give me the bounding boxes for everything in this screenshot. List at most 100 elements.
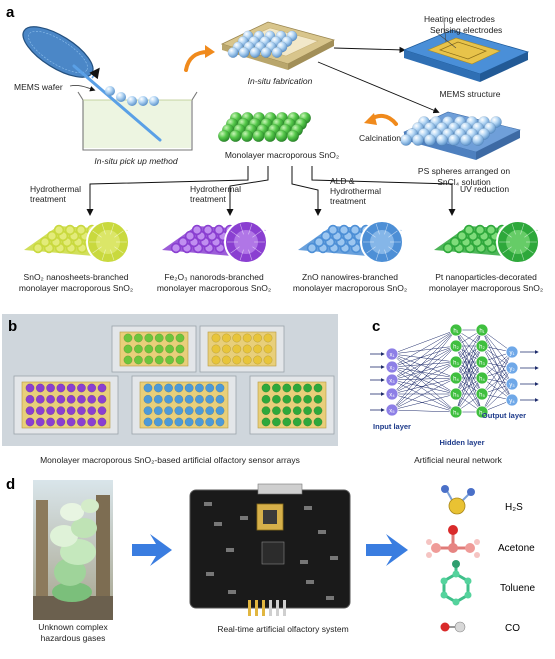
flow-arrow-2 — [366, 534, 408, 566]
nn-input-node-label: x₂ — [389, 366, 395, 372]
nn-edge — [455, 345, 483, 413]
product-pore — [456, 230, 468, 242]
sensor-cell — [87, 406, 97, 416]
product-texture — [524, 246, 534, 254]
sensor-cell — [35, 394, 45, 404]
sensor-array-illustration — [13, 325, 335, 435]
sensor-cell — [77, 417, 86, 427]
sensor-cell — [165, 344, 175, 354]
ps-sphere — [412, 134, 424, 146]
product-zoom-pore — [96, 230, 120, 254]
nn-edge — [391, 379, 457, 413]
treatment-3-line2: Hydrothermal — [330, 186, 381, 196]
board-microcontroller — [261, 541, 285, 565]
gas-label-toluene: Toluene — [500, 583, 535, 594]
product-texture — [375, 223, 380, 235]
sensor-cell — [143, 394, 153, 404]
sensor-cell — [282, 406, 292, 416]
sensor-cell — [205, 406, 215, 416]
board-connector — [257, 483, 303, 495]
sensor-cell — [165, 355, 175, 365]
sensor-cell — [313, 406, 323, 416]
ps-sphere — [448, 134, 460, 146]
nn-hidden-node-label: h₆ — [453, 411, 459, 417]
sensor-cell — [153, 394, 163, 404]
calcination-arrow-head — [364, 113, 377, 125]
mems-wafer-label: MEMS wafer — [14, 82, 63, 92]
treatment-branches — [86, 166, 456, 216]
sensor-cell — [261, 394, 271, 404]
sensor-cell — [184, 417, 194, 427]
sensor-cell — [205, 417, 215, 427]
product-texture — [366, 246, 376, 254]
board-component — [300, 560, 308, 564]
heating-electrodes-label: Heating electrodes — [424, 14, 495, 24]
sensor-cell — [261, 406, 271, 416]
sensor-chip-2 — [199, 325, 285, 373]
sensor-cell — [211, 355, 221, 365]
nn-edge — [391, 329, 457, 381]
product-pore — [184, 230, 196, 242]
sensor-cell — [154, 355, 164, 365]
nn-hidden-node — [449, 355, 463, 369]
treatment-1-line1: Hydrothermal — [30, 184, 81, 194]
product-texture — [520, 223, 525, 235]
nn-edge — [391, 366, 457, 379]
sensor-cell — [292, 417, 302, 427]
product-texture — [520, 249, 525, 261]
sensor-cell — [261, 383, 271, 393]
nn-hidden-node — [475, 323, 489, 337]
sensor-cell — [175, 333, 185, 343]
nn-edge — [455, 361, 483, 395]
sensor-cell — [35, 417, 45, 427]
sensor-cell — [263, 344, 273, 354]
treatment-2-line2: treatment — [190, 194, 227, 204]
sensor-cell — [303, 394, 312, 404]
product-4-illustration — [434, 220, 540, 264]
product-texture — [114, 230, 124, 238]
nn-edge — [455, 377, 483, 413]
ps-sphere — [424, 134, 436, 146]
product-pore — [485, 224, 497, 236]
mems-structure-illustration — [402, 21, 530, 82]
sensor-cell — [123, 333, 133, 343]
nn-edge — [391, 329, 457, 395]
sensor-cell — [303, 383, 312, 393]
product-pore — [46, 230, 58, 242]
product-texture — [230, 230, 240, 238]
molecule-toluene — [440, 560, 472, 606]
sensor-cell — [144, 344, 154, 354]
pickup-method-label: In-situ pick up method — [94, 156, 177, 166]
sensor-cell — [153, 417, 163, 427]
nn-hidden-node — [475, 387, 489, 401]
panel-label-d: d — [6, 476, 15, 493]
sensor-cell — [46, 394, 55, 404]
ps-spheres-label-1: PS spheres arranged on — [418, 166, 510, 176]
sensor-chip-electrode — [139, 381, 229, 429]
sno2-cell — [240, 129, 253, 142]
sensor-cell — [56, 383, 66, 393]
nn-edge — [455, 329, 483, 395]
product-pore — [39, 236, 51, 248]
ps-spheres-label-2: SnCl₄ solution — [437, 177, 491, 187]
nn-hidden-node-label: h₁ — [479, 329, 484, 335]
ps-sphere — [436, 134, 448, 146]
sensor-cell — [87, 383, 97, 393]
nn-output-node — [505, 345, 519, 359]
treatment-3-line3: treatment — [330, 196, 367, 206]
product-pore — [327, 224, 339, 236]
sensor-cell — [56, 417, 66, 427]
sensor-cell — [271, 383, 281, 393]
product-texture — [101, 249, 106, 261]
treatment-2-line1: Hydrothermal — [190, 184, 241, 194]
product-texture — [92, 230, 102, 238]
sensor-cell — [271, 417, 281, 427]
sensor-cell — [184, 383, 194, 393]
nn-edge — [391, 345, 457, 381]
board-pin — [276, 600, 279, 616]
product-2-illustration — [162, 220, 268, 264]
sno2-cell — [264, 129, 277, 142]
sno2-cell — [229, 129, 242, 142]
product-4-line2: monolayer macroporous SnO₂ — [429, 283, 543, 293]
arrow-to-fabrication-head — [205, 45, 215, 58]
